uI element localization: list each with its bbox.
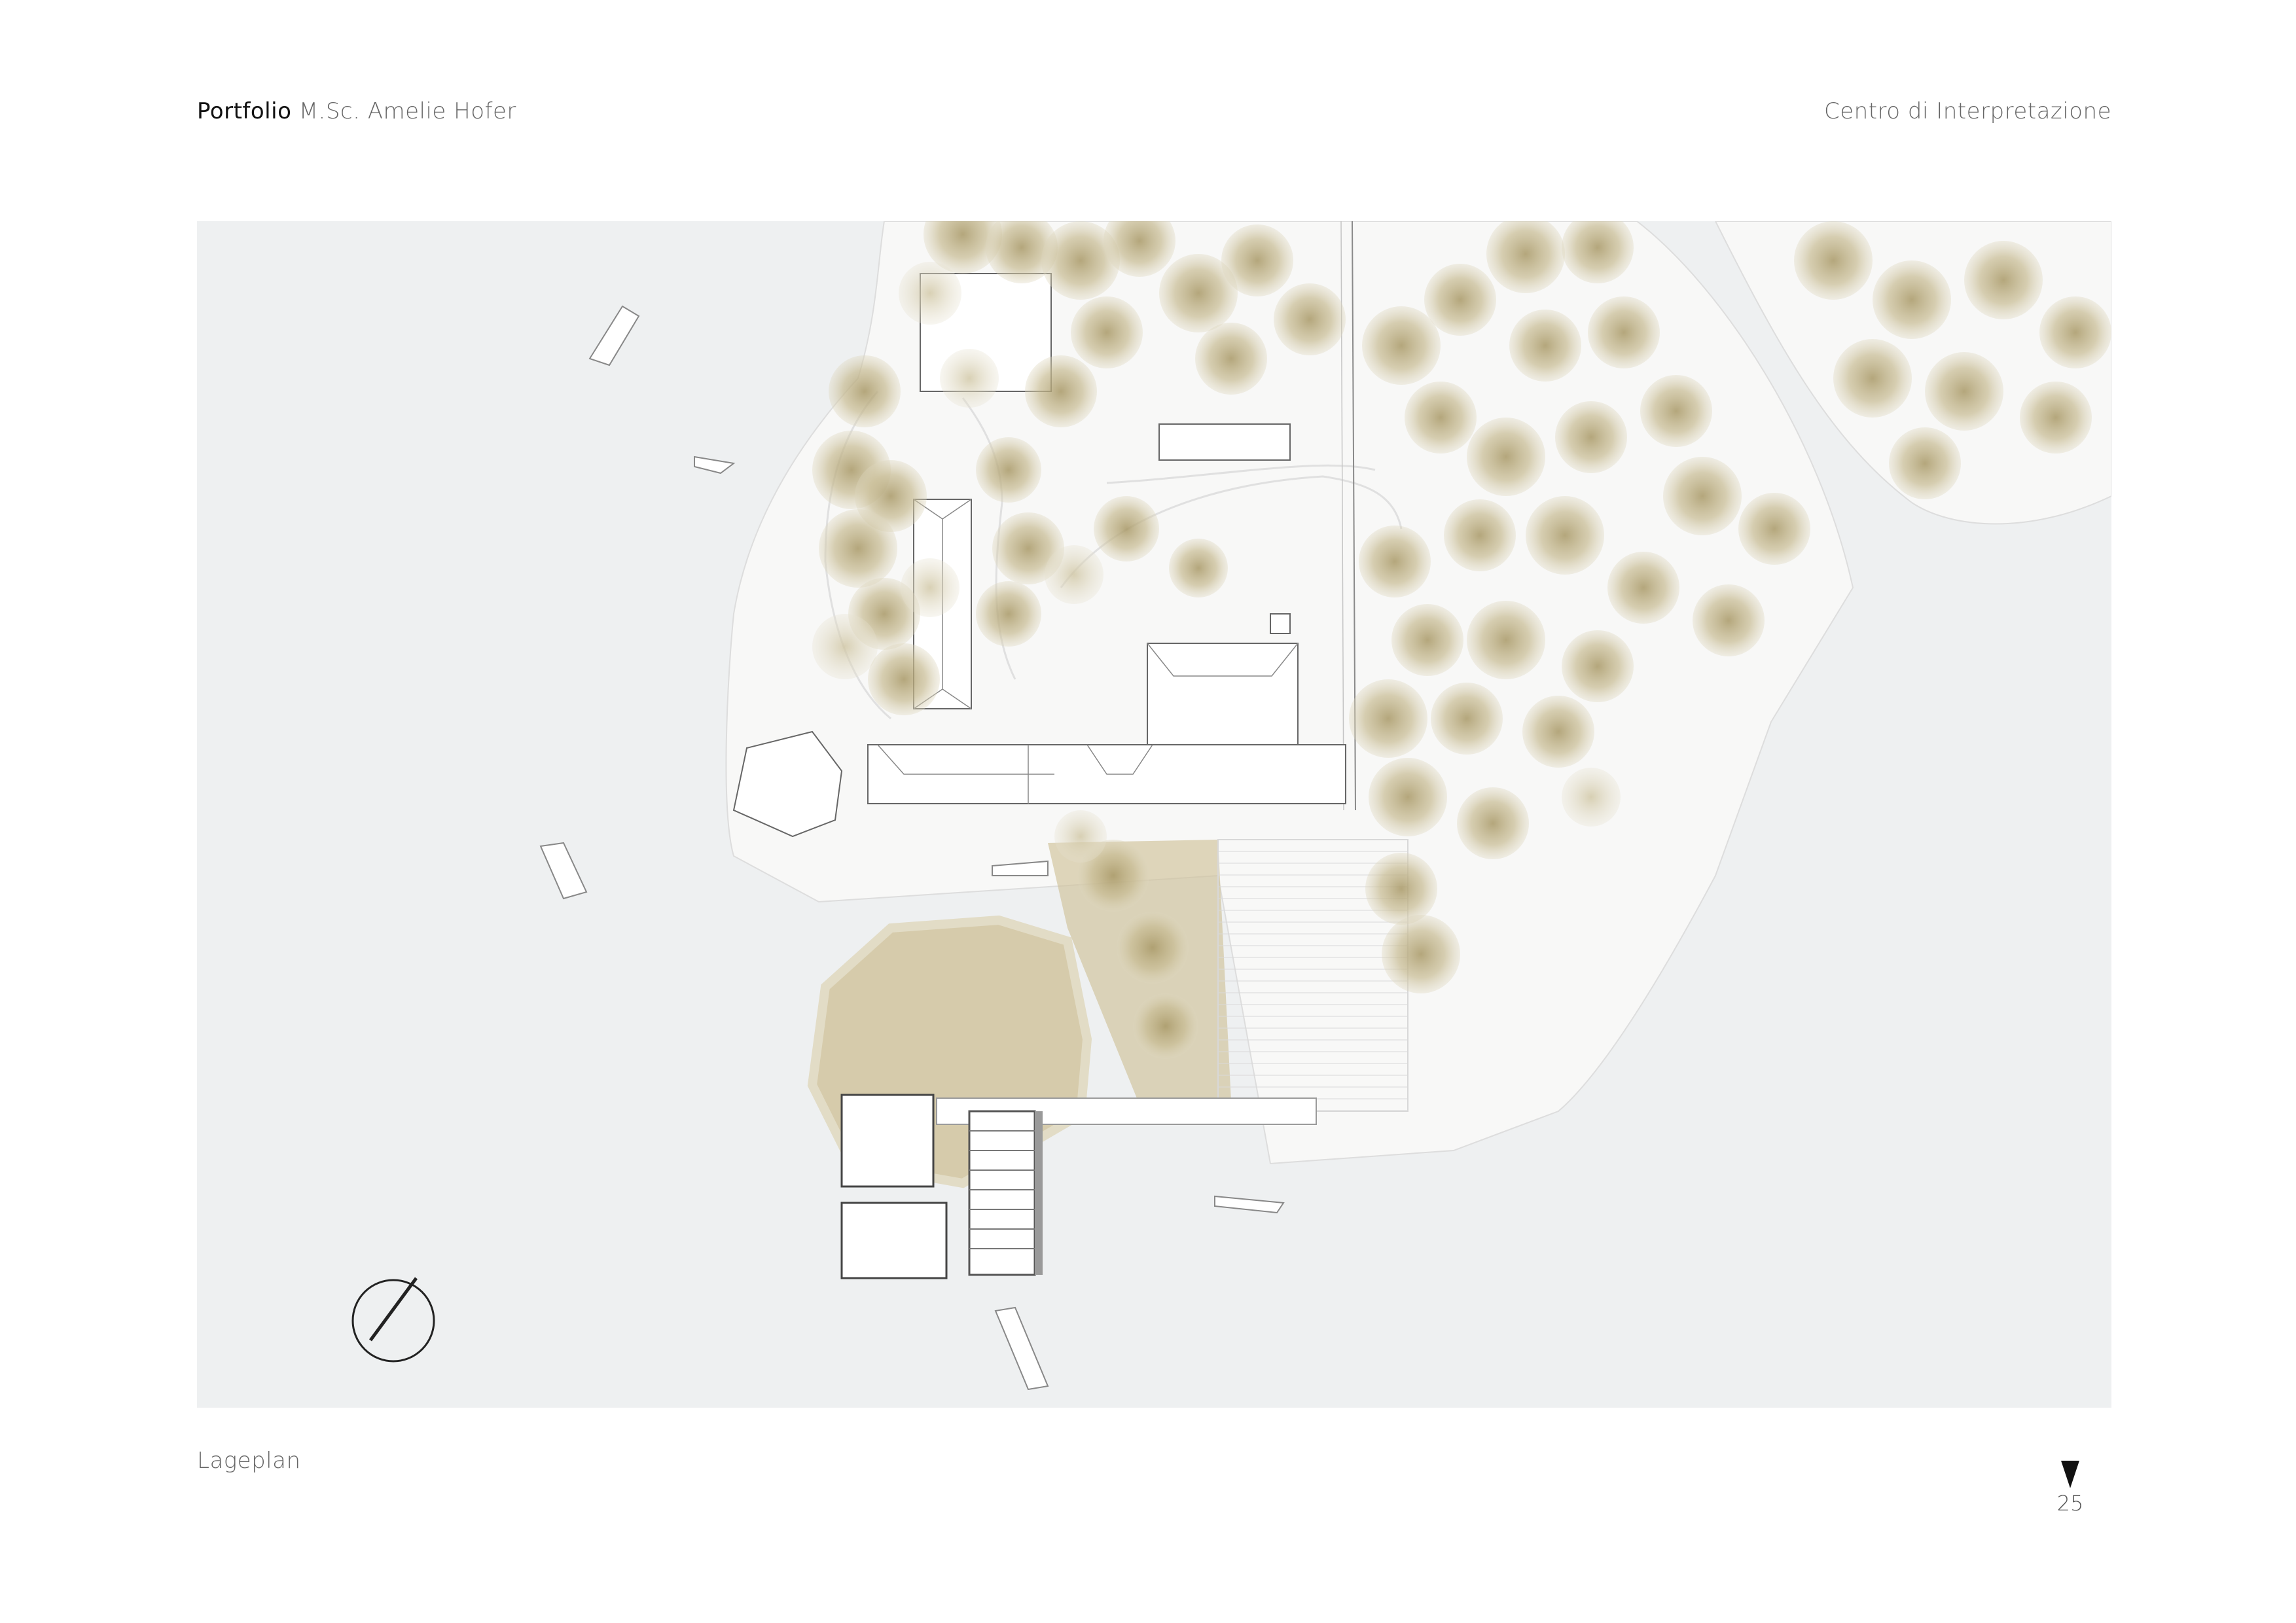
page-marker-triangle-icon: [2061, 1461, 2079, 1488]
site-plan-drawing: [197, 221, 2111, 1408]
tree-canopy: [812, 221, 2111, 1059]
roof-ridge: [1147, 643, 1299, 677]
roof-ridge: [877, 744, 1153, 804]
main-building: [1147, 643, 1299, 755]
portfolio-label: Portfolio: [197, 98, 292, 124]
header-left: Portfolio M.Sc. Amelie Hofer: [197, 98, 516, 124]
plan-caption: Lageplan: [197, 1448, 301, 1474]
shed: [1158, 423, 1291, 461]
stair-lines: [969, 1130, 1035, 1249]
stair-shadow: [1035, 1111, 1043, 1275]
author-name: M.Sc. Amelie Hofer: [298, 98, 516, 124]
kiosk: [1270, 613, 1291, 634]
page-marker: 25: [2052, 1461, 2089, 1516]
north-arrow-icon: [351, 1277, 435, 1363]
page-number: 25: [2056, 1491, 2084, 1516]
site-plan: [197, 221, 2111, 1408]
staircase-block: [968, 1110, 1036, 1276]
footpath: [1106, 464, 1376, 484]
project-title: Centro di Interpretazione: [1824, 98, 2111, 124]
octagonal-pavilion: [732, 730, 843, 838]
new-building-block: [840, 1094, 935, 1188]
new-building-block: [840, 1202, 948, 1279]
boat: [539, 305, 1285, 1391]
